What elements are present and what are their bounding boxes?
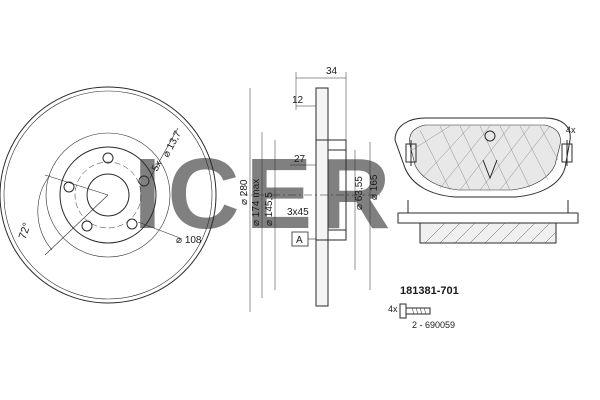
bolt-hole bbox=[138, 175, 150, 187]
disc-hub-section bbox=[315, 139, 347, 241]
leader-hole bbox=[149, 127, 179, 179]
bolt-hole bbox=[81, 220, 93, 232]
offset-label: 12 bbox=[292, 95, 304, 106]
max-diameter-label: ⌀ 174 max bbox=[251, 179, 262, 226]
chamfer-label: 3x45 bbox=[287, 207, 309, 218]
bolt-hole bbox=[126, 218, 138, 230]
disc-outer-edge bbox=[0, 86, 217, 304]
disc-pcd-circle bbox=[74, 161, 142, 229]
outer-diameter-label: ⌀ 280 bbox=[239, 179, 250, 205]
brake-pad-side-view bbox=[397, 200, 579, 244]
bolt-holes bbox=[63, 152, 150, 232]
datum-label: A bbox=[296, 235, 303, 246]
disc-inner-edge bbox=[3, 90, 213, 300]
pcd-label: ⌀ 108 bbox=[176, 235, 202, 246]
kit-part-number: 181381-701 bbox=[400, 285, 459, 297]
diameter-145-label: ⌀ 145,5 bbox=[264, 192, 275, 226]
pad-lining-hatch bbox=[424, 222, 557, 244]
disc-section-view bbox=[240, 72, 380, 312]
pad-hole bbox=[484, 130, 496, 142]
pad-outline bbox=[394, 117, 571, 198]
pad-backing-plate bbox=[397, 212, 579, 224]
disc-plate bbox=[315, 87, 329, 307]
angle-arc bbox=[37, 174, 53, 251]
disc-friction-inner bbox=[45, 132, 171, 258]
disc-center-bore bbox=[86, 173, 130, 217]
bolt-hole bbox=[63, 181, 75, 193]
thickness-label: 34 bbox=[326, 66, 338, 77]
bolt-quantity-label: 4x bbox=[388, 304, 398, 314]
disc-hub bbox=[59, 146, 157, 244]
pads-quantity-label: 4x bbox=[566, 125, 576, 135]
leader-pcd bbox=[137, 221, 181, 239]
kit-info: 181381-701 4x 2 - 690059 bbox=[388, 285, 459, 330]
diameter-63-label: ⌀ 63,55 bbox=[354, 176, 365, 210]
bolt-hole bbox=[102, 152, 114, 164]
disc-front-view bbox=[0, 86, 217, 304]
holes-label: 5x bbox=[150, 159, 165, 173]
bolt-drawing bbox=[399, 303, 431, 319]
bolt-thread bbox=[411, 307, 427, 315]
pad-slot bbox=[482, 159, 498, 180]
bolt-shank bbox=[405, 307, 431, 315]
disc-section-labels: 34 12 27 3x45 A ⌀ 280 ⌀ 174 max ⌀ 145,5 … bbox=[239, 66, 380, 246]
angle-line bbox=[44, 194, 109, 256]
angle-label: 72° bbox=[17, 221, 34, 241]
pad-lining bbox=[419, 222, 557, 244]
angle-line bbox=[44, 174, 109, 196]
bolt-head bbox=[399, 303, 407, 319]
hub-depth-label: 27 bbox=[294, 154, 306, 165]
bolt-ref-label: 2 - 690059 bbox=[412, 320, 455, 330]
diameter-165-label: ⌀ 165 bbox=[369, 174, 380, 200]
pad-hatching bbox=[411, 125, 559, 191]
brake-pad-top-view bbox=[394, 117, 573, 198]
